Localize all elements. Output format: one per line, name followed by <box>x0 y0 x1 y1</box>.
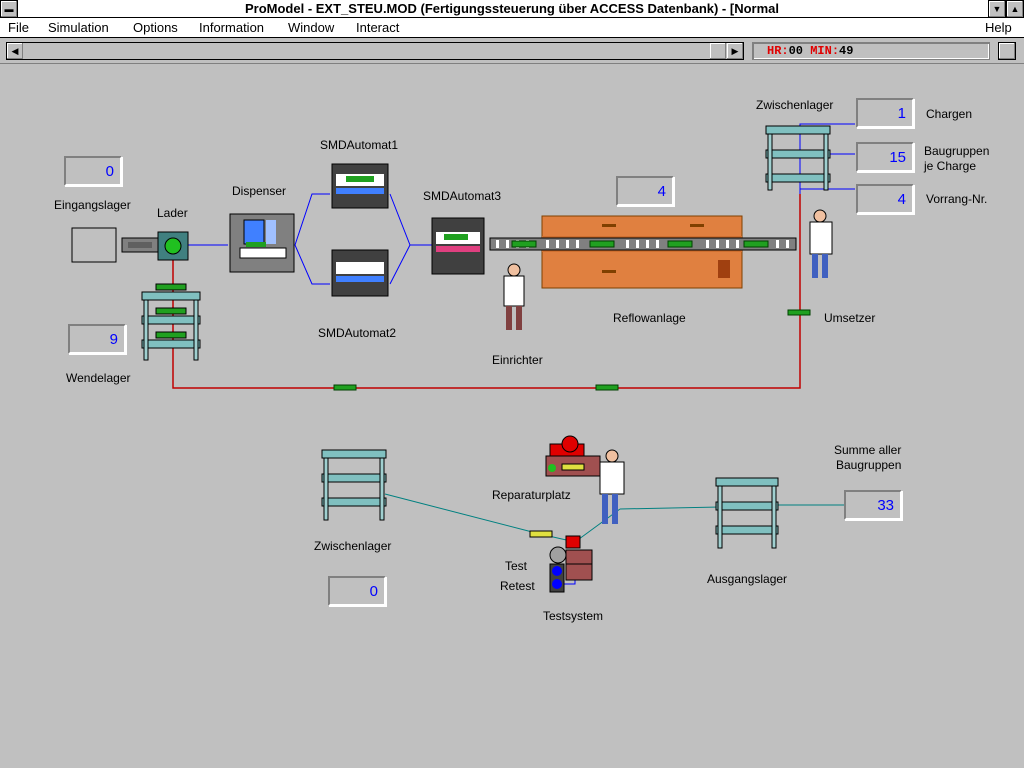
ausgangslager-shelf <box>715 477 779 549</box>
hr-label: HR: <box>767 44 789 58</box>
menu-interact[interactable]: Interact <box>356 20 400 35</box>
label-ausgangslager: Ausgangslager <box>707 572 788 586</box>
simulation-clock: HR:00 MIN:49 <box>752 42 990 60</box>
zwischenlager-top-shelf <box>765 125 831 191</box>
label-je-charge: je Charge <box>924 159 977 173</box>
simulation-canvas: Eingangslager Lader Dispenser SMDAutomat… <box>0 64 1024 768</box>
label-testsystem: Testsystem <box>543 609 604 623</box>
system-menu-icon[interactable]: ▬ <box>0 0 18 18</box>
label-reflowanlage: Reflowanlage <box>613 311 686 325</box>
wendelager-shelf <box>141 283 201 361</box>
status-row: ◀ ▶ HR:00 MIN:49 <box>0 38 1024 64</box>
minimize-icon[interactable]: ▼ <box>988 0 1006 18</box>
zwischenlager-bottom-shelf <box>321 449 387 521</box>
counter-zwischenlager-bottom: 0 <box>328 576 386 606</box>
counter-baugruppen-je-charge: 15 <box>856 142 914 172</box>
label-retest: Retest <box>500 579 535 593</box>
menu-information[interactable]: Information <box>199 20 265 35</box>
transport-path <box>384 493 621 543</box>
label-reparaturplatz: Reparaturplatz <box>492 488 571 502</box>
window-title: ProModel - EXT_STEU.MOD (Fertigungssteue… <box>244 1 779 16</box>
testsystem-station <box>529 530 593 593</box>
label-wendelager: Wendelager <box>66 371 131 385</box>
label-zwischenlager-bottom: Zwischenlager <box>314 539 392 553</box>
min-label: MIN: <box>810 44 840 58</box>
reparaturplatz-station <box>545 435 601 477</box>
pcb-item <box>787 309 811 316</box>
counter-eingangslager: 0 <box>64 156 122 186</box>
counter-reflow: 4 <box>616 176 674 206</box>
pcb-item <box>333 384 357 391</box>
label-test: Test <box>505 559 528 573</box>
label-baugruppen: Baugruppen <box>924 144 990 158</box>
label-smd1: SMDAutomat1 <box>320 138 399 152</box>
pcb-item <box>511 240 537 248</box>
conveyor-line <box>294 193 330 246</box>
conveyor-line <box>389 244 411 285</box>
menu-bar: File Simulation Options Information Wind… <box>0 18 1024 38</box>
label-umsetzer: Umsetzer <box>824 311 876 325</box>
menu-simulation[interactable]: Simulation <box>48 20 109 35</box>
label-zwischenlager-top: Zwischenlager <box>756 98 834 112</box>
transport-path <box>619 506 721 510</box>
maximize-icon[interactable]: ▲ <box>1006 0 1024 18</box>
layout-graphics <box>71 123 855 593</box>
einrichter-worker <box>503 263 525 330</box>
menu-help[interactable]: Help <box>985 20 1012 35</box>
menu-options[interactable]: Options <box>133 20 178 35</box>
counter-wendelager: 9 <box>68 324 126 354</box>
scroll-left-icon[interactable]: ◀ <box>7 43 23 59</box>
scroll-right-icon[interactable]: ▶ <box>727 43 743 59</box>
min-value: 49 <box>839 44 854 58</box>
label-smd2: SMDAutomat2 <box>318 326 397 340</box>
label-summe: Summe aller <box>834 443 902 457</box>
menu-file[interactable]: File <box>8 20 29 35</box>
pcb-item <box>743 240 769 248</box>
menu-window[interactable]: Window <box>288 20 335 35</box>
label-vorrang: Vorrang-Nr. <box>926 192 988 206</box>
conveyor-line <box>294 244 330 285</box>
pcb-item <box>667 240 693 248</box>
label-smd3: SMDAutomat3 <box>423 189 502 203</box>
counter-chargen: 1 <box>856 98 914 128</box>
label-dispenser: Dispenser <box>232 184 287 198</box>
label-chargen: Chargen <box>926 107 973 121</box>
label-einrichter: Einrichter <box>492 353 543 367</box>
status-button[interactable] <box>998 42 1016 60</box>
scroll-thumb[interactable] <box>710 43 726 59</box>
conveyor-line <box>799 123 855 194</box>
counter-summe: 33 <box>844 490 902 520</box>
eingangslager-box <box>71 227 117 263</box>
pcb-item <box>595 384 619 391</box>
title-bar: ▬ ProModel - EXT_STEU.MOD (Fertigungsste… <box>0 0 1024 18</box>
label-baugruppen-summe: Baugruppen <box>836 458 902 472</box>
horizontal-scrollbar[interactable]: ◀ ▶ <box>6 42 744 60</box>
counter-vorrang: 4 <box>856 184 914 214</box>
umsetzer-worker <box>809 209 833 278</box>
pcb-item <box>589 240 615 248</box>
hr-value: 00 <box>788 44 804 58</box>
repair-worker <box>599 449 625 524</box>
label-eingangslager: Eingangslager <box>54 198 131 212</box>
label-lader: Lader <box>157 206 188 220</box>
